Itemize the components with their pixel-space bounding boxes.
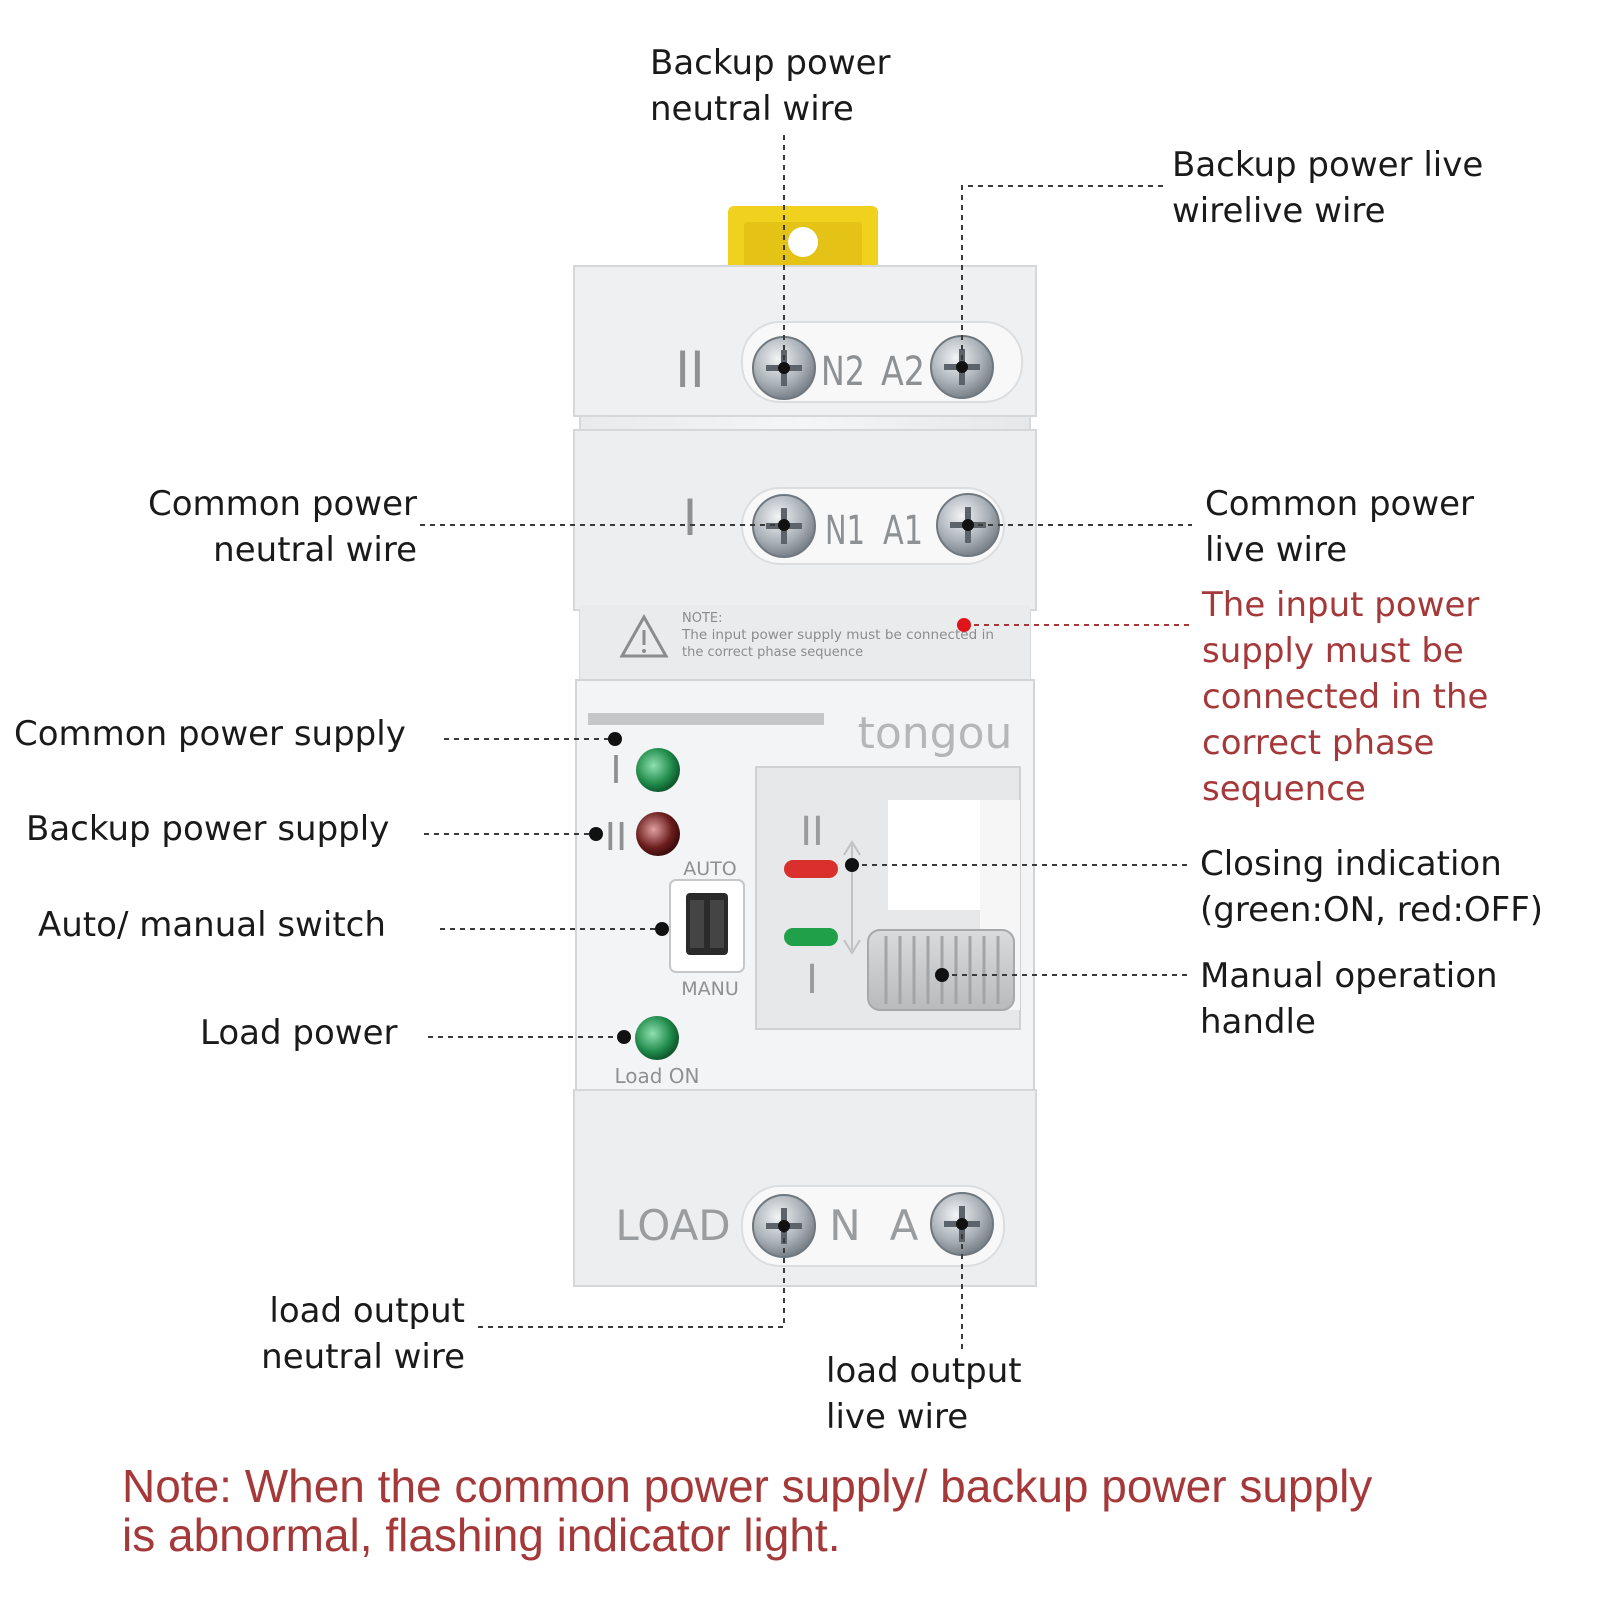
callout-backup-neutral: Backup power neutral wire [650,43,891,129]
row-top-label: II [675,341,705,399]
warning-icon [619,613,669,658]
backup-supply-led [636,812,680,856]
row-bottom-a-label: A [890,1201,919,1250]
brand-logo: tongou [858,708,1013,759]
bottom-note: Note: When the common power supply/ back… [122,1462,1372,1560]
row-bottom-label: LOAD [615,1201,730,1250]
panel-note-title: NOTE: [682,611,723,626]
load-on-led [635,1016,679,1060]
callout-common-live: Common power live wire [1205,484,1475,570]
switch-auto-label: AUTO [683,858,736,880]
led-ii-label: II [605,815,627,859]
leader-backup-live [961,185,1163,367]
led-i-label: I [610,748,621,792]
closing-green-indicator [784,928,838,946]
callout-common-supply: Common power supply [14,714,406,754]
leader-dots [589,361,974,1232]
auto-manual-switch[interactable] [686,893,728,955]
callout-phase-note: The input power supply must be connected… [1202,585,1489,809]
callout-backup-live: Backup power live wirelive wire [1172,145,1484,231]
callout-load-live: load output live wire [826,1351,1022,1437]
callout-closing: Closing indication (green:ON, red:OFF) [1200,844,1544,930]
row-mid-label: I [683,489,698,547]
row-mid-a-label: A1 [883,508,923,554]
callout-load-neutral: load output neutral wire [261,1291,465,1377]
din-rail-clip [728,206,878,274]
row-bottom-n-label: N [829,1201,860,1250]
closing-red-indicator [784,860,838,878]
callout-manual-handle: Manual operation handle [1200,956,1498,1042]
row-top-a-label: A2 [881,349,925,395]
bottom-note-line1: Note: When the common power supply/ back… [122,1460,1373,1512]
row-mid-n-label: N1 [825,508,865,554]
callout-load-power: Load power [200,1013,398,1053]
window-ii-label: II [800,809,824,855]
switch-manu-label: MANU [681,978,739,1000]
leader-load-neutral [478,1226,785,1328]
callout-common-neutral: Common power neutral wire [147,484,417,570]
window-i-label: I [806,957,818,1003]
callout-auto-manual: Auto/ manual switch [38,905,386,945]
panel-note-line2: the correct phase sequence [682,645,863,660]
callout-backup-supply: Backup power supply [26,809,390,849]
bottom-note-line2: is abnormal, flashing indicator light. [122,1509,841,1561]
common-supply-led [636,748,680,792]
leader-lines [420,135,1192,1352]
row-top-n-label: N2 [821,349,865,395]
load-on-label: Load ON [614,1064,699,1088]
panel-note-line1: The input power supply must be connected… [681,628,994,643]
